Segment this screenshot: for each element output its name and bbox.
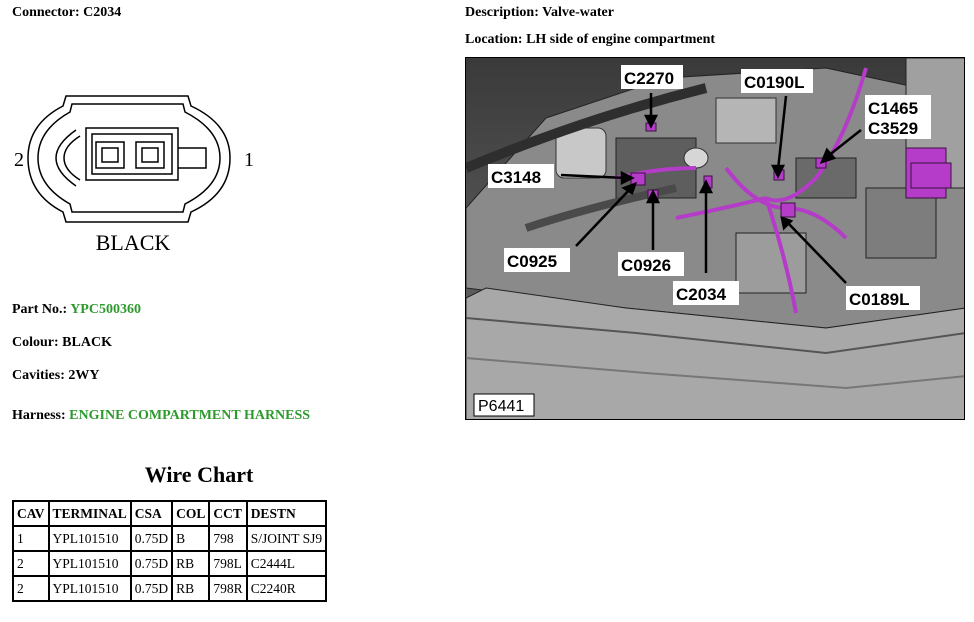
colour-label: Colour: bbox=[12, 335, 59, 350]
cavities-value: 2WY bbox=[68, 368, 100, 383]
description-label-text: Description: bbox=[465, 5, 539, 20]
cell-cct: 798L bbox=[208, 550, 248, 577]
callout-c0926: C0926 bbox=[621, 256, 671, 275]
cell-col: B bbox=[171, 525, 211, 552]
pin-1-label: 1 bbox=[244, 149, 254, 171]
table-row: 2 YPL101510 0.75D RB 798R C2240R bbox=[12, 575, 328, 602]
cell-terminal: YPL101510 bbox=[47, 575, 132, 602]
wire-chart-table: CAV TERMINAL CSA COL CCT DESTN 1 YPL1015… bbox=[12, 500, 328, 602]
cell-destn: C2444L bbox=[245, 550, 328, 577]
cell-csa: 0.75D bbox=[129, 575, 174, 602]
cell-csa: 0.75D bbox=[129, 525, 174, 552]
cell-terminal: YPL101510 bbox=[47, 550, 132, 577]
header-destn: DESTN bbox=[245, 500, 328, 527]
callout-c2270: C2270 bbox=[624, 69, 674, 88]
callout-c0189l: C0189L bbox=[849, 290, 909, 309]
figure-id-label: P6441 bbox=[478, 398, 524, 415]
connector-face-diagram: 2 1 BLACK bbox=[14, 95, 254, 255]
part-number-label: Part No.: bbox=[12, 302, 68, 317]
table-row: 2 YPL101510 0.75D RB 798L C2444L bbox=[12, 550, 328, 577]
engine-compartment-illustration: C2270 C0190L C1465 C3529 C3148 C0925 C09… bbox=[466, 58, 964, 419]
connector-value: C2034 bbox=[83, 5, 122, 20]
description-label: Description: Valve-water bbox=[465, 5, 614, 21]
wire-chart-title: Wire Chart bbox=[144, 462, 254, 487]
header-col: COL bbox=[171, 500, 211, 527]
cell-cct: 798 bbox=[208, 525, 248, 552]
harness-link[interactable]: ENGINE COMPARTMENT HARNESS bbox=[69, 408, 311, 423]
header-cct: CCT bbox=[208, 500, 248, 527]
location-value: LH side of engine compartment bbox=[526, 32, 716, 47]
cell-cav: 2 bbox=[12, 550, 50, 577]
callout-c3529: C3529 bbox=[868, 119, 918, 138]
callout-c1465: C1465 bbox=[868, 99, 918, 118]
cell-cav: 2 bbox=[12, 575, 50, 602]
colour-value: BLACK bbox=[62, 335, 112, 350]
table-row: 1 YPL101510 0.75D B 798 S/JOINT SJ9 bbox=[12, 525, 328, 552]
location-image: C2270 C0190L C1465 C3529 C3148 C0925 C09… bbox=[465, 57, 965, 420]
connector-label-text: Connector: bbox=[12, 5, 80, 20]
callout-c3148: C3148 bbox=[491, 168, 541, 187]
cavities-label: Cavities: bbox=[12, 368, 65, 383]
header-terminal: TERMINAL bbox=[47, 500, 132, 527]
harness: Harness: ENGINE COMPARTMENT HARNESS bbox=[12, 408, 310, 424]
pin-2-label: 2 bbox=[14, 149, 24, 171]
cell-terminal: YPL101510 bbox=[47, 525, 132, 552]
part-number-link[interactable]: YPC500360 bbox=[70, 302, 141, 317]
cavities: Cavities: 2WY bbox=[12, 368, 100, 384]
part-number: Part No.: YPC500360 bbox=[12, 302, 141, 318]
colour: Colour: BLACK bbox=[12, 335, 112, 351]
callout-c0190l: C0190L bbox=[744, 73, 804, 92]
cell-col: RB bbox=[171, 550, 211, 577]
description-value: Valve-water bbox=[542, 5, 614, 20]
cell-col: RB bbox=[171, 575, 211, 602]
cell-cav: 1 bbox=[12, 525, 50, 552]
connector-label: Connector: C2034 bbox=[12, 5, 121, 21]
location-label: Location: LH side of engine compartment bbox=[465, 32, 715, 48]
location-label-text: Location: bbox=[465, 32, 523, 47]
header-csa: CSA bbox=[129, 500, 174, 527]
cell-destn: C2240R bbox=[245, 575, 328, 602]
cell-cct: 798R bbox=[208, 575, 248, 602]
callout-c0925: C0925 bbox=[507, 252, 557, 271]
callout-c2034: C2034 bbox=[676, 285, 727, 304]
cell-csa: 0.75D bbox=[129, 550, 174, 577]
harness-label: Harness: bbox=[12, 408, 66, 423]
table-header-row: CAV TERMINAL CSA COL CCT DESTN bbox=[12, 500, 328, 527]
cell-destn: S/JOINT SJ9 bbox=[245, 525, 328, 552]
header-cav: CAV bbox=[12, 500, 50, 527]
connector-color-label: BLACK bbox=[96, 230, 171, 255]
